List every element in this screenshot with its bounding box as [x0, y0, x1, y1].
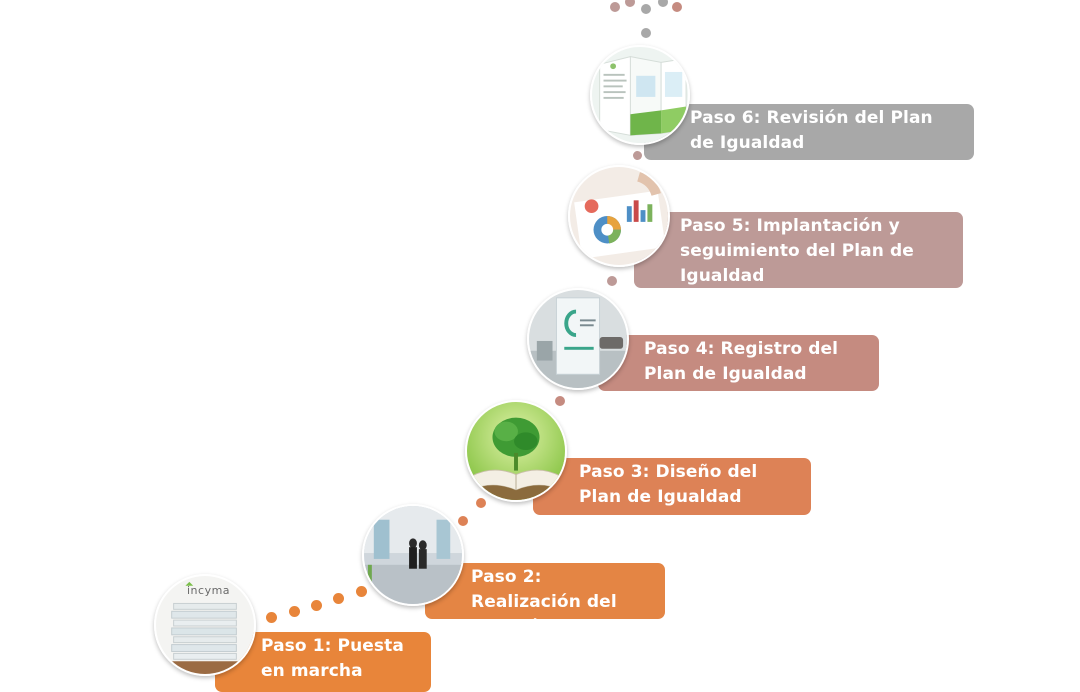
brand-logo-text: incyma — [187, 584, 231, 597]
brochure-document-icon — [592, 47, 688, 143]
path-dot — [333, 593, 344, 604]
process-diagram: Paso 6: Revisión del Plan de Igualdad Pa… — [154, 0, 974, 692]
step-1-image — [154, 574, 256, 676]
path-dot — [311, 600, 322, 611]
step-3-label: Paso 3: Diseño del Plan de Igualdad — [533, 458, 811, 515]
step-6-text: Paso 6: Revisión del Plan de Igualdad — [690, 108, 933, 153]
step-4-image — [527, 288, 629, 390]
path-dot — [555, 396, 565, 406]
step-2-text: Paso 2: Realización del Diagnóstico — [471, 567, 617, 619]
step-6-image — [590, 45, 690, 145]
step-1-text: Paso 1: Puesta en marcha — [261, 636, 404, 681]
path-dot — [266, 612, 277, 623]
step-4-text: Paso 4: Registro del Plan de Igualdad — [644, 339, 839, 384]
step-3-text: Paso 3: Diseño del Plan de Igualdad — [579, 462, 758, 507]
path-dot — [610, 2, 620, 12]
step-5-text: Paso 5: Implantación y seguimiento del P… — [680, 216, 914, 286]
path-dot — [633, 151, 642, 160]
office-meeting-photo-icon — [364, 506, 462, 604]
path-dot — [356, 586, 367, 597]
path-dot — [641, 28, 651, 38]
path-dot — [625, 0, 635, 7]
path-dot — [607, 276, 617, 286]
registration-document-icon — [529, 290, 627, 388]
stack-of-books-icon — [156, 576, 254, 674]
path-dot — [458, 516, 468, 526]
step-2-label: Paso 2: Realización del Diagnóstico — [425, 563, 665, 619]
path-dot — [289, 606, 300, 617]
step-2-image — [362, 504, 464, 606]
step-5-image — [568, 165, 670, 267]
charts-analysis-icon — [570, 167, 668, 265]
path-dot — [476, 498, 486, 508]
step-5-label: Paso 5: Implantación y seguimiento del P… — [634, 212, 963, 288]
plant-on-book-icon — [467, 402, 565, 500]
path-dot — [658, 0, 668, 7]
step-6-label: Paso 6: Revisión del Plan de Igualdad — [644, 104, 974, 160]
step-4-label: Paso 4: Registro del Plan de Igualdad — [598, 335, 879, 391]
step-3-image — [465, 400, 567, 502]
path-dot — [672, 2, 682, 12]
path-dot — [641, 4, 651, 14]
